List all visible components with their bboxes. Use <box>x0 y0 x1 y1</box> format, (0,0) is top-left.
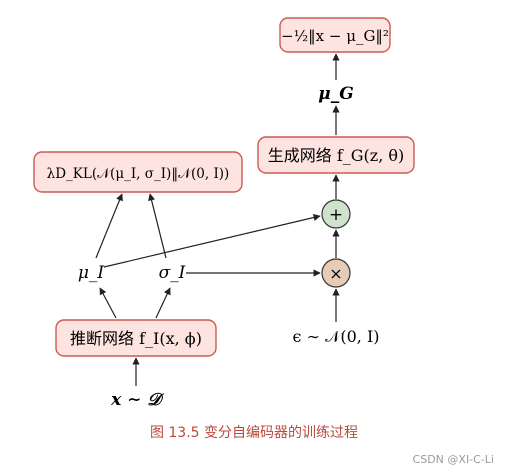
watermark: CSDN @XI-C-Li <box>412 453 494 466</box>
arrow-encoder-to-mu <box>99 287 117 319</box>
generator-label: 生成网络 f_G(z, θ) <box>268 146 405 165</box>
mu-i-label: μ_I <box>78 263 105 283</box>
times-node: × <box>321 258 351 288</box>
encoder-box: 推断网络 f_I(x, ϕ) <box>55 319 217 357</box>
arrow-sigma-to-kl <box>148 193 167 259</box>
kl-box: λD_KL(𝒩(μ_I, σ_I)‖𝒩(0, I)) <box>33 151 243 193</box>
input-label: x ∼ 𝒟 <box>110 390 164 410</box>
sigma-i-label: σ_I <box>159 263 186 283</box>
times-label: × <box>329 264 342 283</box>
recon-loss-box: −½‖x − μ_G‖² <box>279 17 391 53</box>
figure-caption: 图 13.5 变分自编码器的训练过程 <box>149 425 359 441</box>
mu-g-label: μ_G <box>318 84 353 104</box>
arrow-mu-to-plus <box>103 213 321 268</box>
epsilon-label: ϵ ∼ 𝒩(0, I) <box>292 327 379 346</box>
plus-node: + <box>321 199 351 229</box>
arrow-encoder-to-sigma <box>155 287 171 319</box>
recon-loss-label: −½‖x − μ_G‖² <box>281 27 389 45</box>
kl-label: λD_KL(𝒩(μ_I, σ_I)‖𝒩(0, I)) <box>47 166 230 182</box>
generator-box: 生成网络 f_G(z, θ) <box>257 136 415 174</box>
arrow-mu-to-kl <box>95 193 123 259</box>
encoder-label: 推断网络 f_I(x, ϕ) <box>70 329 202 348</box>
plus-label: + <box>329 205 343 225</box>
